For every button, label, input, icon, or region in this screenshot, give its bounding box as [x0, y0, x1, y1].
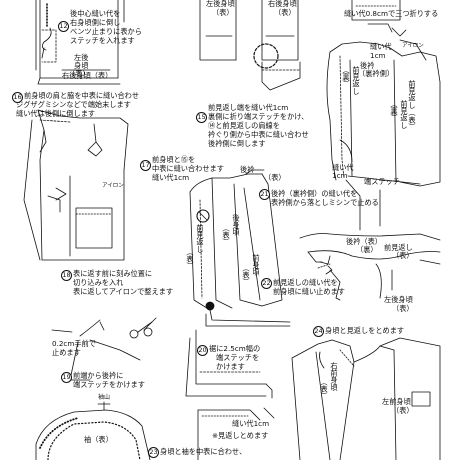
- step22-line-2: 前身頃に縫い止めます: [273, 288, 345, 296]
- left-back-mid-2: （表）: [392, 305, 414, 313]
- step18-line-3: 表に返してアイロンで整えます: [73, 288, 173, 296]
- seam-1cm-top-2: 1cm: [370, 52, 386, 60]
- back-collar-1: 後衿: [240, 166, 254, 174]
- back-collar-2: （表）: [264, 174, 286, 182]
- front-body-2: （表）: [242, 264, 250, 286]
- front-facing-small-2: （表）: [392, 252, 414, 260]
- right-back-table-label: 右後身頃（表）: [62, 72, 112, 80]
- front-facing-mid-2: （表）: [186, 248, 194, 270]
- right-front-2: （表）: [320, 378, 328, 400]
- back-body-1: 後身頃: [232, 214, 240, 236]
- iron-label-top: アイロン: [402, 42, 424, 50]
- back-neck-side-2: （裏衿側）: [358, 70, 394, 78]
- front-facing-mid-1: 前見返し: [196, 224, 204, 253]
- fold-note-top: 縫い代0.8cmで三つ折りする: [344, 10, 438, 18]
- step20-line-3: かけます: [216, 363, 245, 371]
- step16-line-3: 縫い代は後側に倒します: [16, 110, 95, 118]
- sleeve-top-label: 袖山: [98, 394, 110, 402]
- step-badge-21: 21: [259, 189, 270, 200]
- iron-label-mid: アイロン: [102, 182, 124, 190]
- step12-line-4: ステッチを入れます: [70, 37, 135, 45]
- front-facing-table-2: （裏）: [390, 100, 398, 122]
- back-collar-bottom-2: （裏）: [356, 246, 378, 254]
- step-badge-22: 22: [261, 278, 272, 289]
- step19-line-2: 端ステッチをかけます: [73, 381, 145, 389]
- step-badge-20: 20: [197, 345, 208, 356]
- step-badge-12: 12: [58, 21, 69, 32]
- front-facing-final-drawing: [292, 338, 440, 460]
- step21-line-2: 表衿側から落としミシンで止める: [271, 199, 379, 207]
- step-badge-23: 23: [148, 447, 159, 458]
- back-body-2: （表）: [222, 224, 230, 246]
- front-facing-right-label: 前見返し（表）: [408, 80, 416, 130]
- step-badge-17: 17: [140, 160, 151, 171]
- seam-1cm-mid-2: 1cm: [332, 172, 348, 180]
- step-badge-18: 18: [61, 270, 72, 281]
- step23-line-1: 身頃と袖を中表に合わせ、: [160, 448, 246, 456]
- right-back-top-2: （表）: [274, 9, 296, 17]
- left-front-2: （表）: [392, 407, 414, 415]
- step-badge-19: 19: [61, 372, 72, 383]
- right-front-1: 右前身頃: [330, 362, 338, 391]
- front-facing-back-2: （裏）: [342, 66, 350, 88]
- front-body-1: 前身頃: [252, 254, 260, 276]
- step15-line-5: 後衿側に倒します: [208, 140, 266, 148]
- left-back-top-2: （表）: [212, 9, 234, 17]
- label-02cm-2: 止めます: [52, 349, 81, 357]
- step17-line-3: 縫い代1cm: [152, 174, 189, 182]
- step-badge-24: 24: [313, 326, 324, 337]
- facing-finish-note: ※見返しとめます: [212, 432, 268, 440]
- seam-1cm-bottom: 縫い代1cm: [232, 420, 269, 428]
- step24-line-1: 身頃と見返しをとめます: [325, 327, 404, 335]
- sleeve-drawing: [36, 402, 150, 460]
- front-facing-table-1: 前見返し: [400, 100, 408, 129]
- step-badge-15: 15: [196, 112, 207, 123]
- sleeve-label: 袖（表）: [84, 436, 113, 444]
- edge-stitch-label: 端ステッチ: [364, 178, 400, 186]
